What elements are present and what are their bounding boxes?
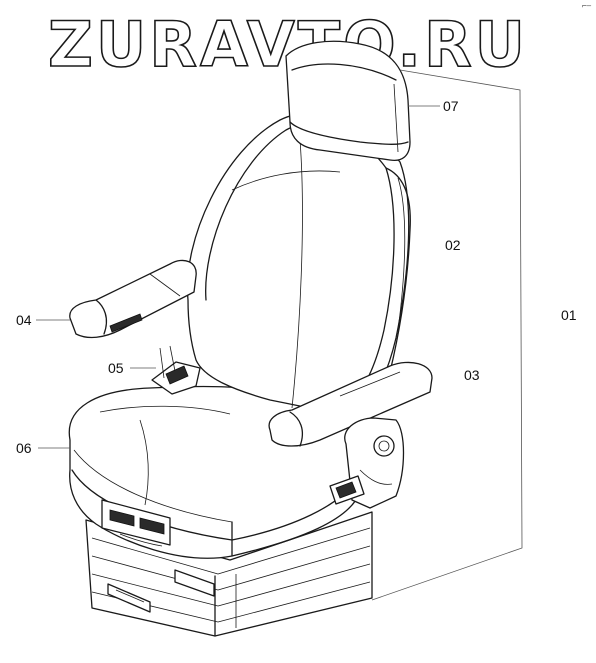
- recline-mechanism: [329, 417, 405, 509]
- callout-04: 04: [16, 312, 70, 328]
- callout-label: 03: [464, 367, 480, 383]
- callout-label: 02: [445, 237, 461, 253]
- right-armrest: [268, 361, 433, 447]
- assembly-bracket-line: [371, 69, 523, 601]
- callout-06: 06: [16, 440, 70, 456]
- seat-headrest: [285, 40, 411, 162]
- left-armrest: [69, 259, 197, 339]
- callout-label: 04: [16, 312, 32, 328]
- callout-02: 02: [445, 237, 461, 253]
- callout-label: 07: [443, 98, 459, 114]
- seat-backrest: [186, 112, 411, 419]
- watermark-text: ZURAVTO.RU: [48, 8, 528, 81]
- callout-label: 01: [561, 307, 577, 323]
- callout-label: 05: [108, 360, 124, 376]
- callout-07: 07: [408, 98, 459, 114]
- seat-drawing: [68, 40, 523, 637]
- callout-03: 03: [464, 367, 480, 383]
- seatbelt-buckle: [151, 345, 201, 395]
- callout-01: 01: [561, 307, 577, 323]
- callout-05: 05: [108, 360, 156, 376]
- corner-mark: ⌐‒: [582, 1, 592, 10]
- callout-label: 06: [16, 440, 32, 456]
